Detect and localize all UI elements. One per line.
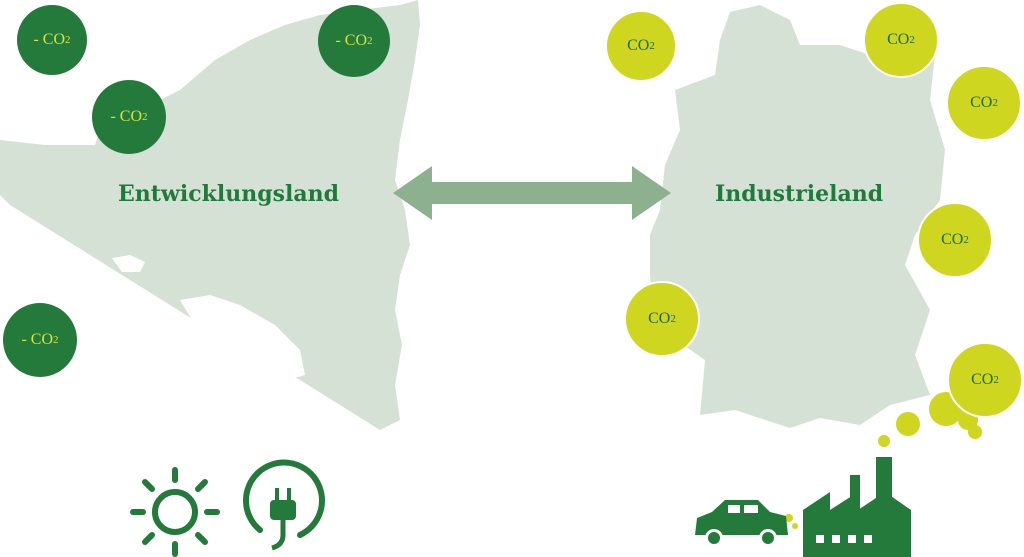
lake-small (112, 255, 145, 272)
sun-icon (130, 467, 220, 557)
plug-icon (243, 459, 325, 551)
factory-icon (803, 457, 911, 557)
lake (180, 295, 305, 382)
industrial-country-label: Industrieland (715, 181, 884, 207)
developing-country-map (0, 0, 420, 430)
developing-country-label: Entwicklungsland (118, 181, 339, 207)
double-arrow-icon (393, 166, 671, 220)
car-icon (695, 500, 788, 547)
industrial-country-map (650, 5, 945, 428)
